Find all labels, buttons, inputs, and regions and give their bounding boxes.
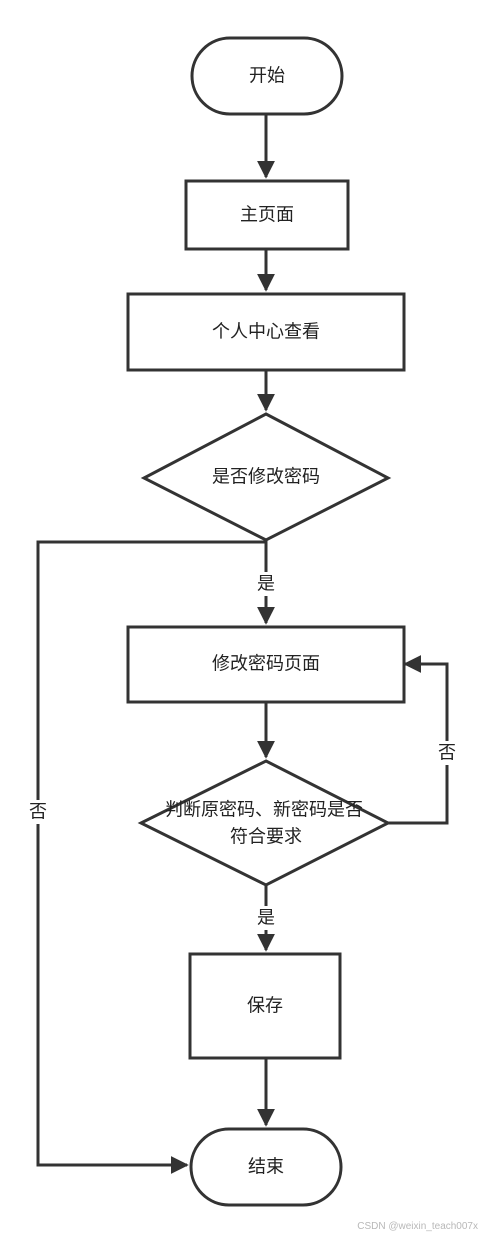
change-password-decision-label: 是否修改密码 [212, 467, 320, 488]
password-check-label-line1: 判断原密码、新密码是否 [165, 800, 363, 821]
start-terminal [190, 36, 344, 116]
csdn-watermark: CSDN @weixin_teach007x [357, 1221, 478, 1232]
password-check-label-line2: 符合要求 [230, 827, 302, 848]
home-page-box [184, 179, 350, 251]
edge-decision-no-to-end [36, 540, 266, 1174]
edge-label-no-end: 否 [29, 802, 47, 823]
profile-label: 个人中心查看 [212, 322, 320, 343]
change-password-decision [140, 412, 392, 542]
change-password-page-label: 修改密码页面 [212, 654, 320, 675]
change-password-page-box [126, 625, 406, 704]
save-box [188, 952, 342, 1060]
edge-label-yes-save: 是 [257, 908, 275, 929]
end-label: 结束 [248, 1157, 284, 1178]
start-label: 开始 [249, 66, 285, 87]
home-page-label: 主页面 [240, 205, 294, 226]
edge-label-no-back: 否 [438, 743, 456, 764]
profile-box [126, 292, 406, 372]
save-label: 保存 [247, 996, 283, 1017]
edge-label-yes-change-page: 是 [257, 574, 275, 595]
password-check-decision [137, 759, 392, 887]
end-terminal [189, 1127, 343, 1207]
